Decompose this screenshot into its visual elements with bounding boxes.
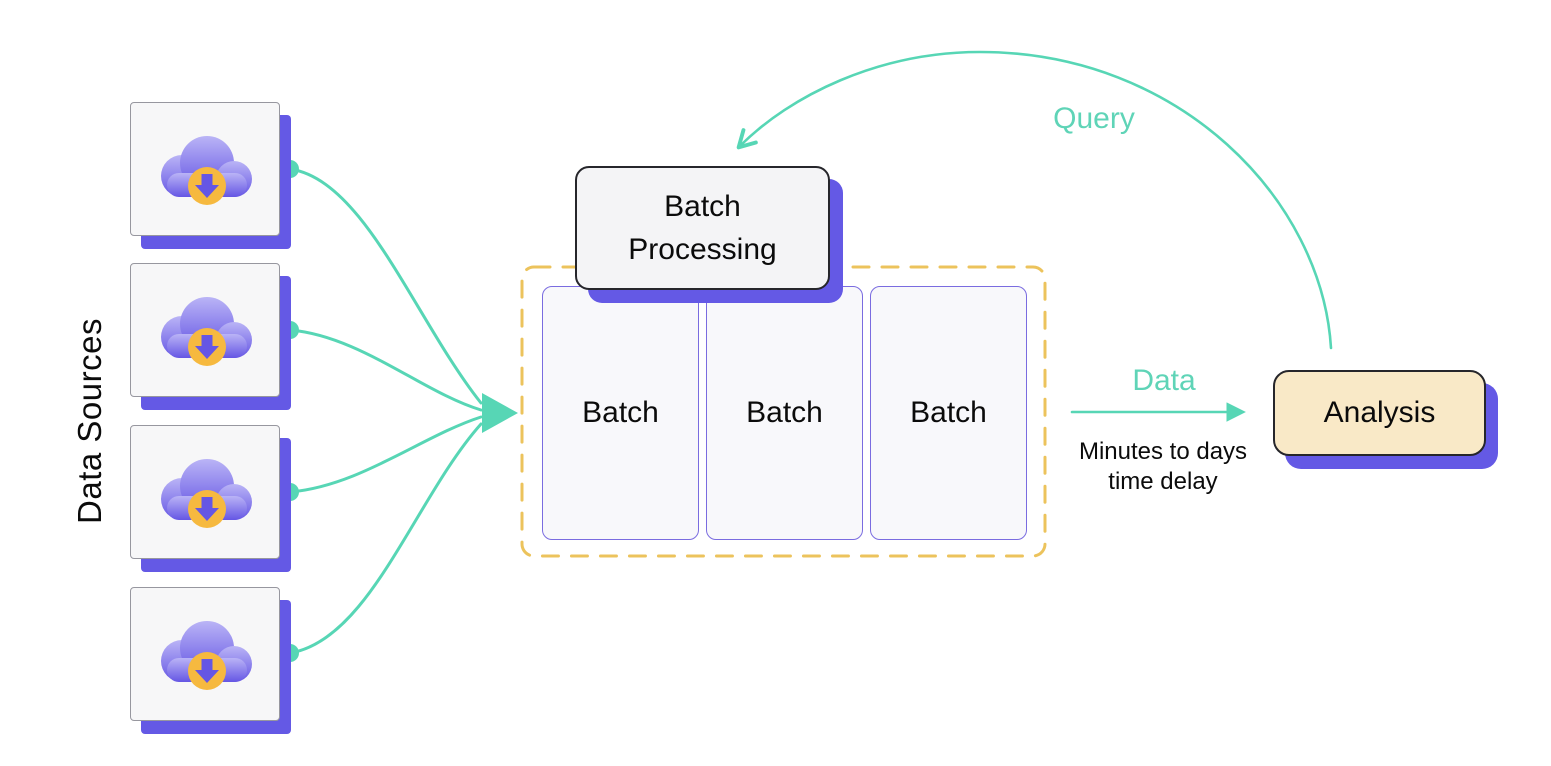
batch-node-label: Batch: [746, 396, 823, 429]
batch-node: Batch: [542, 286, 699, 540]
connector-dot: [281, 160, 299, 178]
cloud-download-icon: [161, 297, 252, 366]
connector-dot: [281, 321, 299, 339]
data-source-box: [130, 425, 280, 559]
data-source-box: [130, 102, 280, 236]
batch-processing-node: Batch Processing: [575, 166, 830, 290]
query-arrow: [736, 50, 1333, 350]
cloud-download-icon: [161, 136, 252, 205]
data-flow-label: Data: [1132, 364, 1196, 397]
source-connector-curve: [288, 422, 483, 655]
batch-processing-label: Batch Processing: [628, 189, 777, 267]
query-flow-label: Query: [1053, 102, 1135, 135]
source-connector-curve: [288, 167, 483, 405]
analysis-node: Analysis: [1273, 370, 1486, 456]
source-connector-curve: [288, 328, 483, 412]
data-source-box: [130, 587, 280, 721]
cloud-download-icon: [161, 459, 252, 528]
source-connector-curve: [288, 415, 483, 494]
connector-dot: [281, 483, 299, 501]
batch-node-label: Batch: [910, 396, 987, 429]
merge-arrowhead: [482, 393, 518, 433]
batch-node: Batch: [870, 286, 1027, 540]
cloud-download-icon: [161, 621, 252, 690]
data-sources-label: Data Sources: [71, 318, 108, 524]
connector-dot: [281, 644, 299, 662]
delay-note: Minutes to days time delay: [1078, 438, 1248, 495]
batch-node: Batch: [706, 286, 863, 540]
data-source-box: [130, 263, 280, 397]
batch-node-label: Batch: [582, 396, 659, 429]
analysis-label: Analysis: [1323, 396, 1436, 429]
